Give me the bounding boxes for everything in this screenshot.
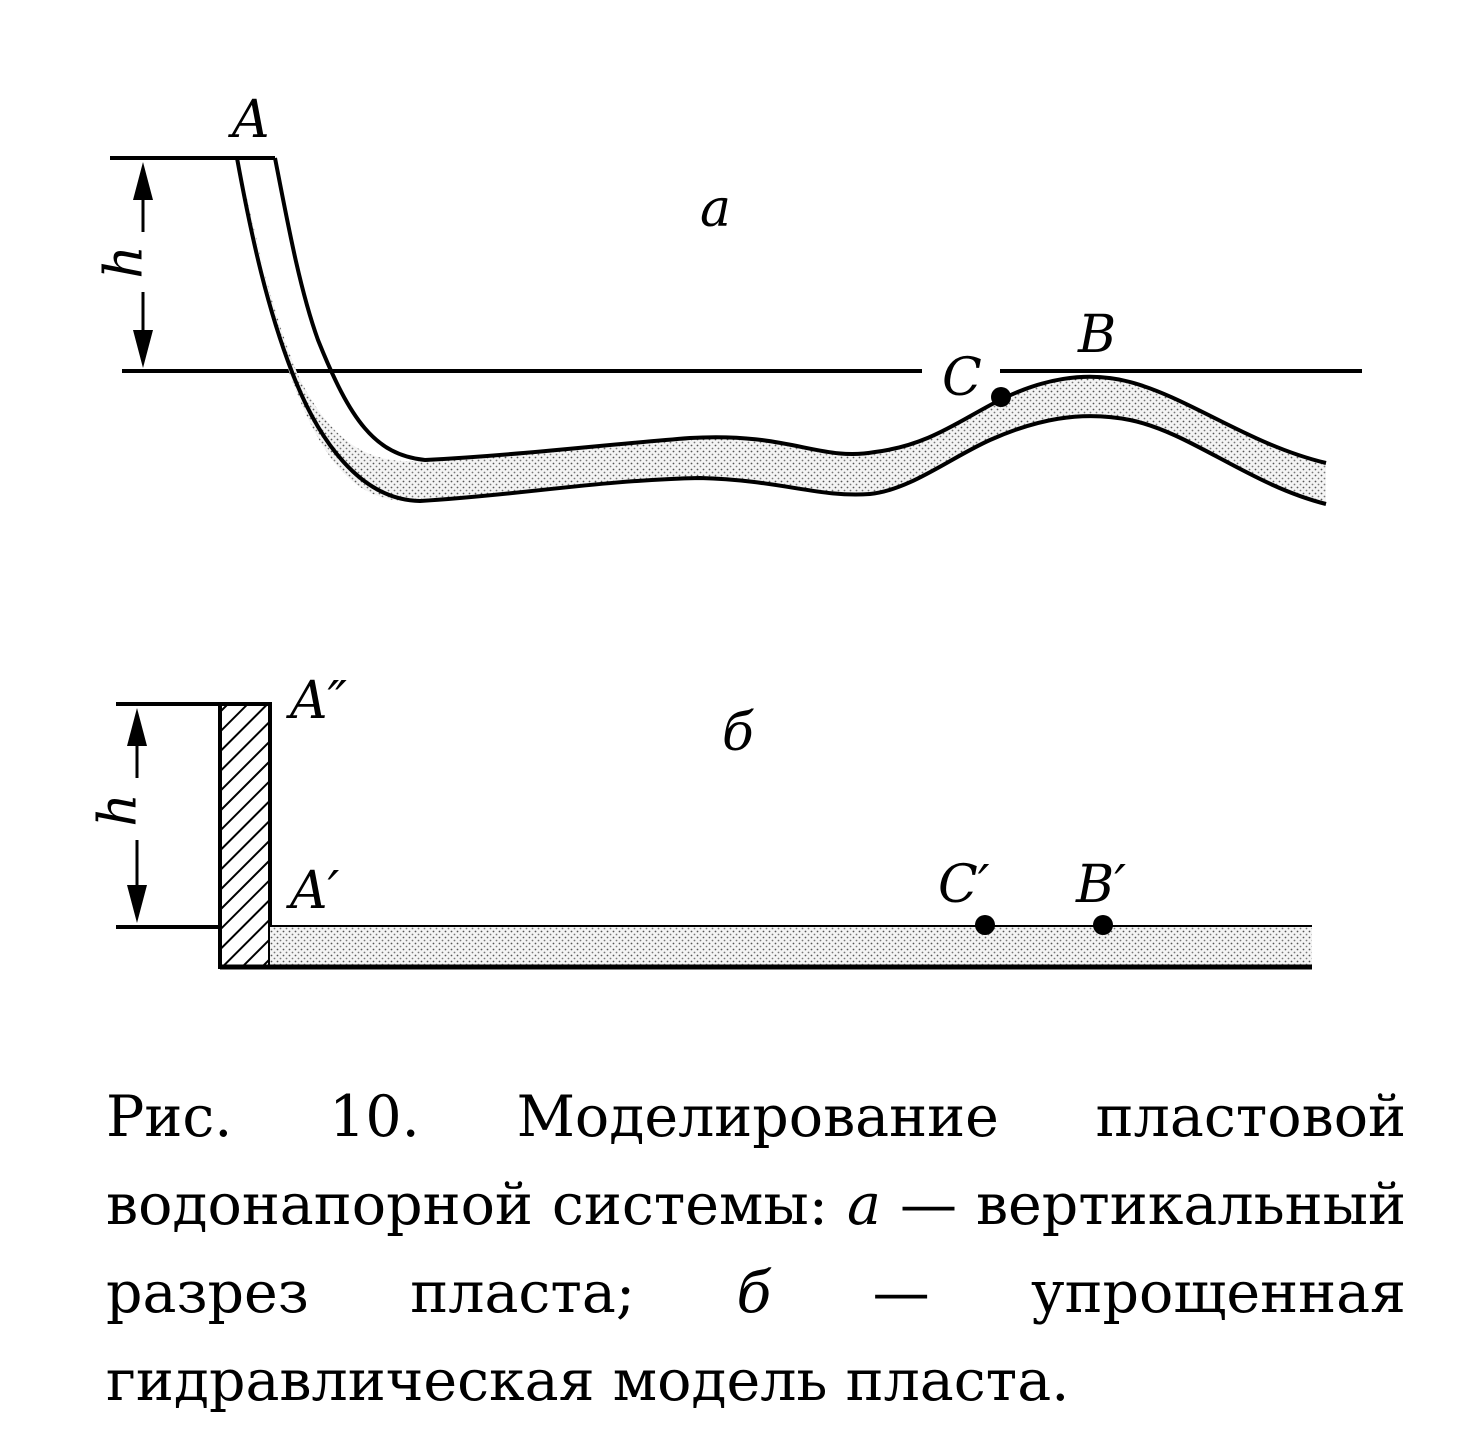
- reservoir-upper-boundary: [273, 157, 1327, 465]
- panel-b-label: б: [722, 703, 754, 763]
- point-b-prime-marker: [1093, 915, 1113, 935]
- horizontal-layer: [270, 927, 1312, 967]
- caption-part-1: Рис. 10. Моделирование пластовой водонап…: [106, 1084, 1406, 1238]
- panel-b: h A″ б A′ C′ B′: [89, 671, 1312, 970]
- height-dimension-b: h: [89, 708, 149, 923]
- point-c-prime-label: C′: [938, 855, 990, 915]
- height-label-b: h: [89, 793, 149, 827]
- point-b-label: B: [1077, 305, 1116, 365]
- panel-a: h A a C B: [95, 90, 1362, 506]
- height-label-a: h: [95, 245, 155, 279]
- panel-a-label: a: [700, 179, 731, 239]
- point-a-double-prime-label: A″: [286, 671, 348, 731]
- caption-a-label: a: [846, 1172, 881, 1238]
- caption-b-label: б: [736, 1260, 772, 1326]
- reservoir-diagram: h A a C B h: [89, 90, 1362, 970]
- hatched-column: [218, 702, 272, 969]
- point-c-prime-marker: [975, 915, 995, 935]
- caption-part-2: — верти­кальный разрез пласта;: [106, 1172, 1406, 1326]
- height-dimension-a: h: [95, 162, 155, 368]
- reservoir-lower-boundary: [235, 157, 1327, 506]
- point-a-prime-label: A′: [286, 861, 340, 921]
- point-c-marker: [991, 387, 1011, 407]
- point-a-label: A: [228, 90, 270, 150]
- figure-caption: Рис. 10. Моделирование пластовой водонап…: [106, 1073, 1406, 1425]
- point-c-label: C: [942, 348, 982, 408]
- point-b-prime-label: B′: [1075, 855, 1126, 915]
- caption-part-3: — упрощен­ная гидравлическая модель плас…: [106, 1260, 1407, 1414]
